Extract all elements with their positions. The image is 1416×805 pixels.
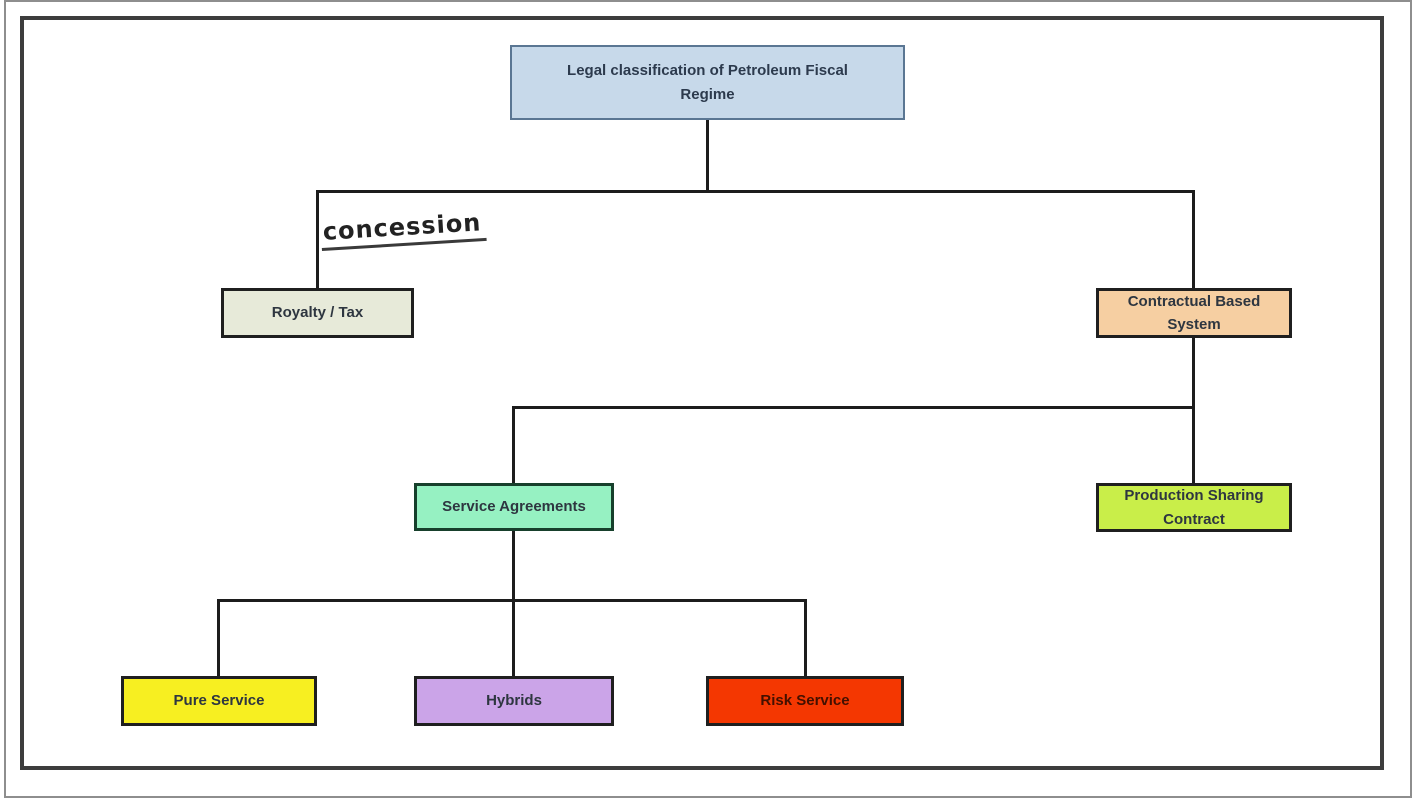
node-contractual-based-system: Contractual Based System	[1096, 288, 1292, 338]
connector-level2-horizontal	[512, 406, 1195, 409]
node-royalty-tax: Royalty / Tax	[221, 288, 414, 338]
connector-service-agreements-down	[512, 531, 515, 601]
connector-to-hybrids	[512, 599, 515, 676]
page-outer-border	[4, 0, 1412, 798]
diagram-frame	[20, 16, 1384, 770]
connector-level1-horizontal	[316, 190, 1195, 193]
node-pure-service: Pure Service	[121, 676, 317, 726]
node-risk-service: Risk Service	[706, 676, 904, 726]
connector-to-pure-service	[217, 599, 220, 676]
node-hybrids: Hybrids	[414, 676, 614, 726]
connector-root-down	[706, 118, 709, 191]
connector-contractual-down	[1192, 338, 1195, 483]
connector-to-contractual	[1192, 190, 1195, 288]
node-production-sharing-contract: Production Sharing Contract	[1096, 483, 1292, 532]
connector-to-royalty-tax	[316, 190, 319, 288]
node-legal-classification: Legal classification of Petroleum Fiscal…	[510, 45, 905, 120]
connector-to-service-agreements	[512, 406, 515, 483]
node-service-agreements: Service Agreements	[414, 483, 614, 531]
connector-to-risk-service	[804, 599, 807, 676]
